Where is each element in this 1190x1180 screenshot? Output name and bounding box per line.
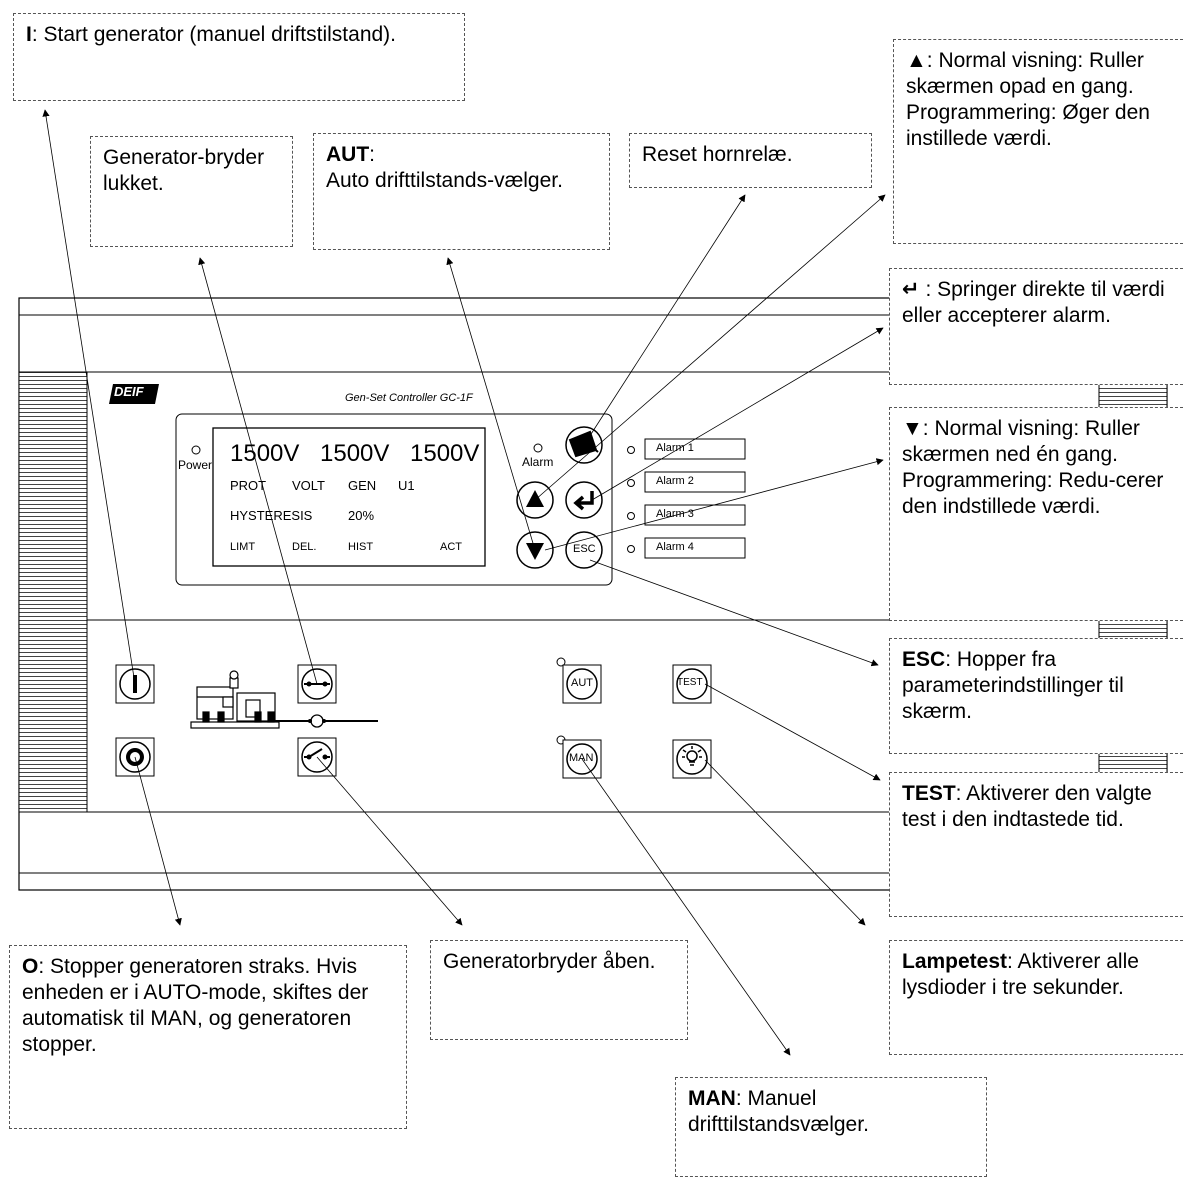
callout-reset-horn: Reset hornrelæ. (629, 133, 872, 188)
up-arrow-icon (526, 490, 544, 507)
lcd-voltage-1: 1500V (230, 440, 300, 467)
lcd-row4-act: ACT (440, 541, 462, 553)
esc-button-label: ESC (573, 543, 596, 555)
test-button[interactable] (672, 664, 712, 704)
alarm-2-led (627, 479, 635, 487)
aut-button-label: AUT (571, 677, 593, 689)
callout-down: ▼: Normal visning: Ruller skærmen ned én… (889, 407, 1183, 621)
callout-start: I: Start generator (manuel driftstilstan… (13, 13, 465, 101)
lcd-row2-gen: GEN (348, 478, 377, 493)
callout-man: MAN: Manuel drifttilstandsvælger. (675, 1077, 987, 1177)
lcd-row2-volt: VOLT (292, 478, 325, 493)
callout-enter: ↵ : Springer direkte til værdi eller acc… (889, 268, 1183, 385)
lcd-row2-prot: PROT (230, 478, 267, 493)
lcd-row2-u1: U1 (398, 478, 415, 493)
alarm-4-label: Alarm 4 (656, 541, 694, 553)
alarm-2-box (644, 471, 746, 493)
callout-test: TEST: Aktiverer den valgte test i den in… (889, 772, 1183, 917)
alarm-3-box (644, 504, 746, 526)
alarm-label: Alarm (522, 455, 554, 469)
aut-button[interactable] (562, 664, 602, 704)
deif-logo (109, 384, 159, 404)
enter-icon (573, 491, 594, 511)
alarm-3-label: Alarm 3 (656, 508, 694, 520)
lcd-row3-value: 20% (348, 508, 375, 523)
callout-stop: O: Stopper generatoren straks. Hvis enhe… (9, 945, 407, 1129)
generator-icon (190, 670, 280, 729)
lightbulb-icon (682, 746, 702, 766)
callout-breaker-open: Generatorbryder åben. (430, 940, 688, 1040)
test-button-label: TEST (677, 677, 703, 688)
alarm-1-led (627, 446, 635, 454)
lcd-voltage-3: 1500V (410, 440, 480, 467)
lcd-voltage-2: 1500V (320, 440, 390, 467)
alarm-2-label: Alarm 2 (656, 475, 694, 487)
lamp-test-button[interactable] (672, 739, 712, 779)
alarm-3-led (627, 512, 635, 520)
horn-reset-icon (568, 430, 599, 458)
enter-button[interactable] (565, 481, 603, 519)
start-button[interactable] (115, 664, 155, 704)
callout-up: ▲: Normal visning: Ruller skærmen opad e… (893, 39, 1183, 244)
man-button-label: MAN (569, 752, 594, 764)
callout-breaker-closed: Generator-bryder lukket. (90, 136, 293, 247)
lcd-display (212, 427, 486, 567)
alarm-1-label: Alarm 1 (656, 442, 694, 454)
leader-lines (42, 109, 886, 1056)
model-label: Gen-Set Controller GC-1F (345, 392, 473, 404)
callout-lamp-test: Lampetest: Aktiverer alle lysdioder i tr… (889, 940, 1183, 1055)
down-arrow-icon (526, 543, 544, 560)
power-label: Power (178, 458, 213, 472)
lcd-row4-hist: HIST (348, 541, 374, 553)
lcd-row3-hysteresis: HYSTERESIS (230, 508, 313, 523)
breaker-open-icon (304, 748, 330, 760)
alarm-4-led (627, 545, 635, 553)
callout-esc: ESC: Hopper fra parameterindstillinger t… (889, 638, 1183, 754)
stop-icon (126, 748, 144, 766)
left-cooling-ribs (18, 371, 88, 813)
lcd-row4-del: DEL. (292, 541, 317, 553)
esc-button[interactable] (565, 531, 603, 569)
alarm-4-box (644, 537, 746, 559)
callout-aut: AUT: Auto drifttilstands-vælger. (313, 133, 610, 250)
busbar-line (275, 714, 378, 728)
lcd-row4-limt: LIMT (230, 541, 256, 553)
brand-label: DEIF (114, 384, 144, 399)
power-led (191, 445, 201, 455)
alarm-led (533, 443, 543, 453)
aut-led (556, 657, 566, 667)
